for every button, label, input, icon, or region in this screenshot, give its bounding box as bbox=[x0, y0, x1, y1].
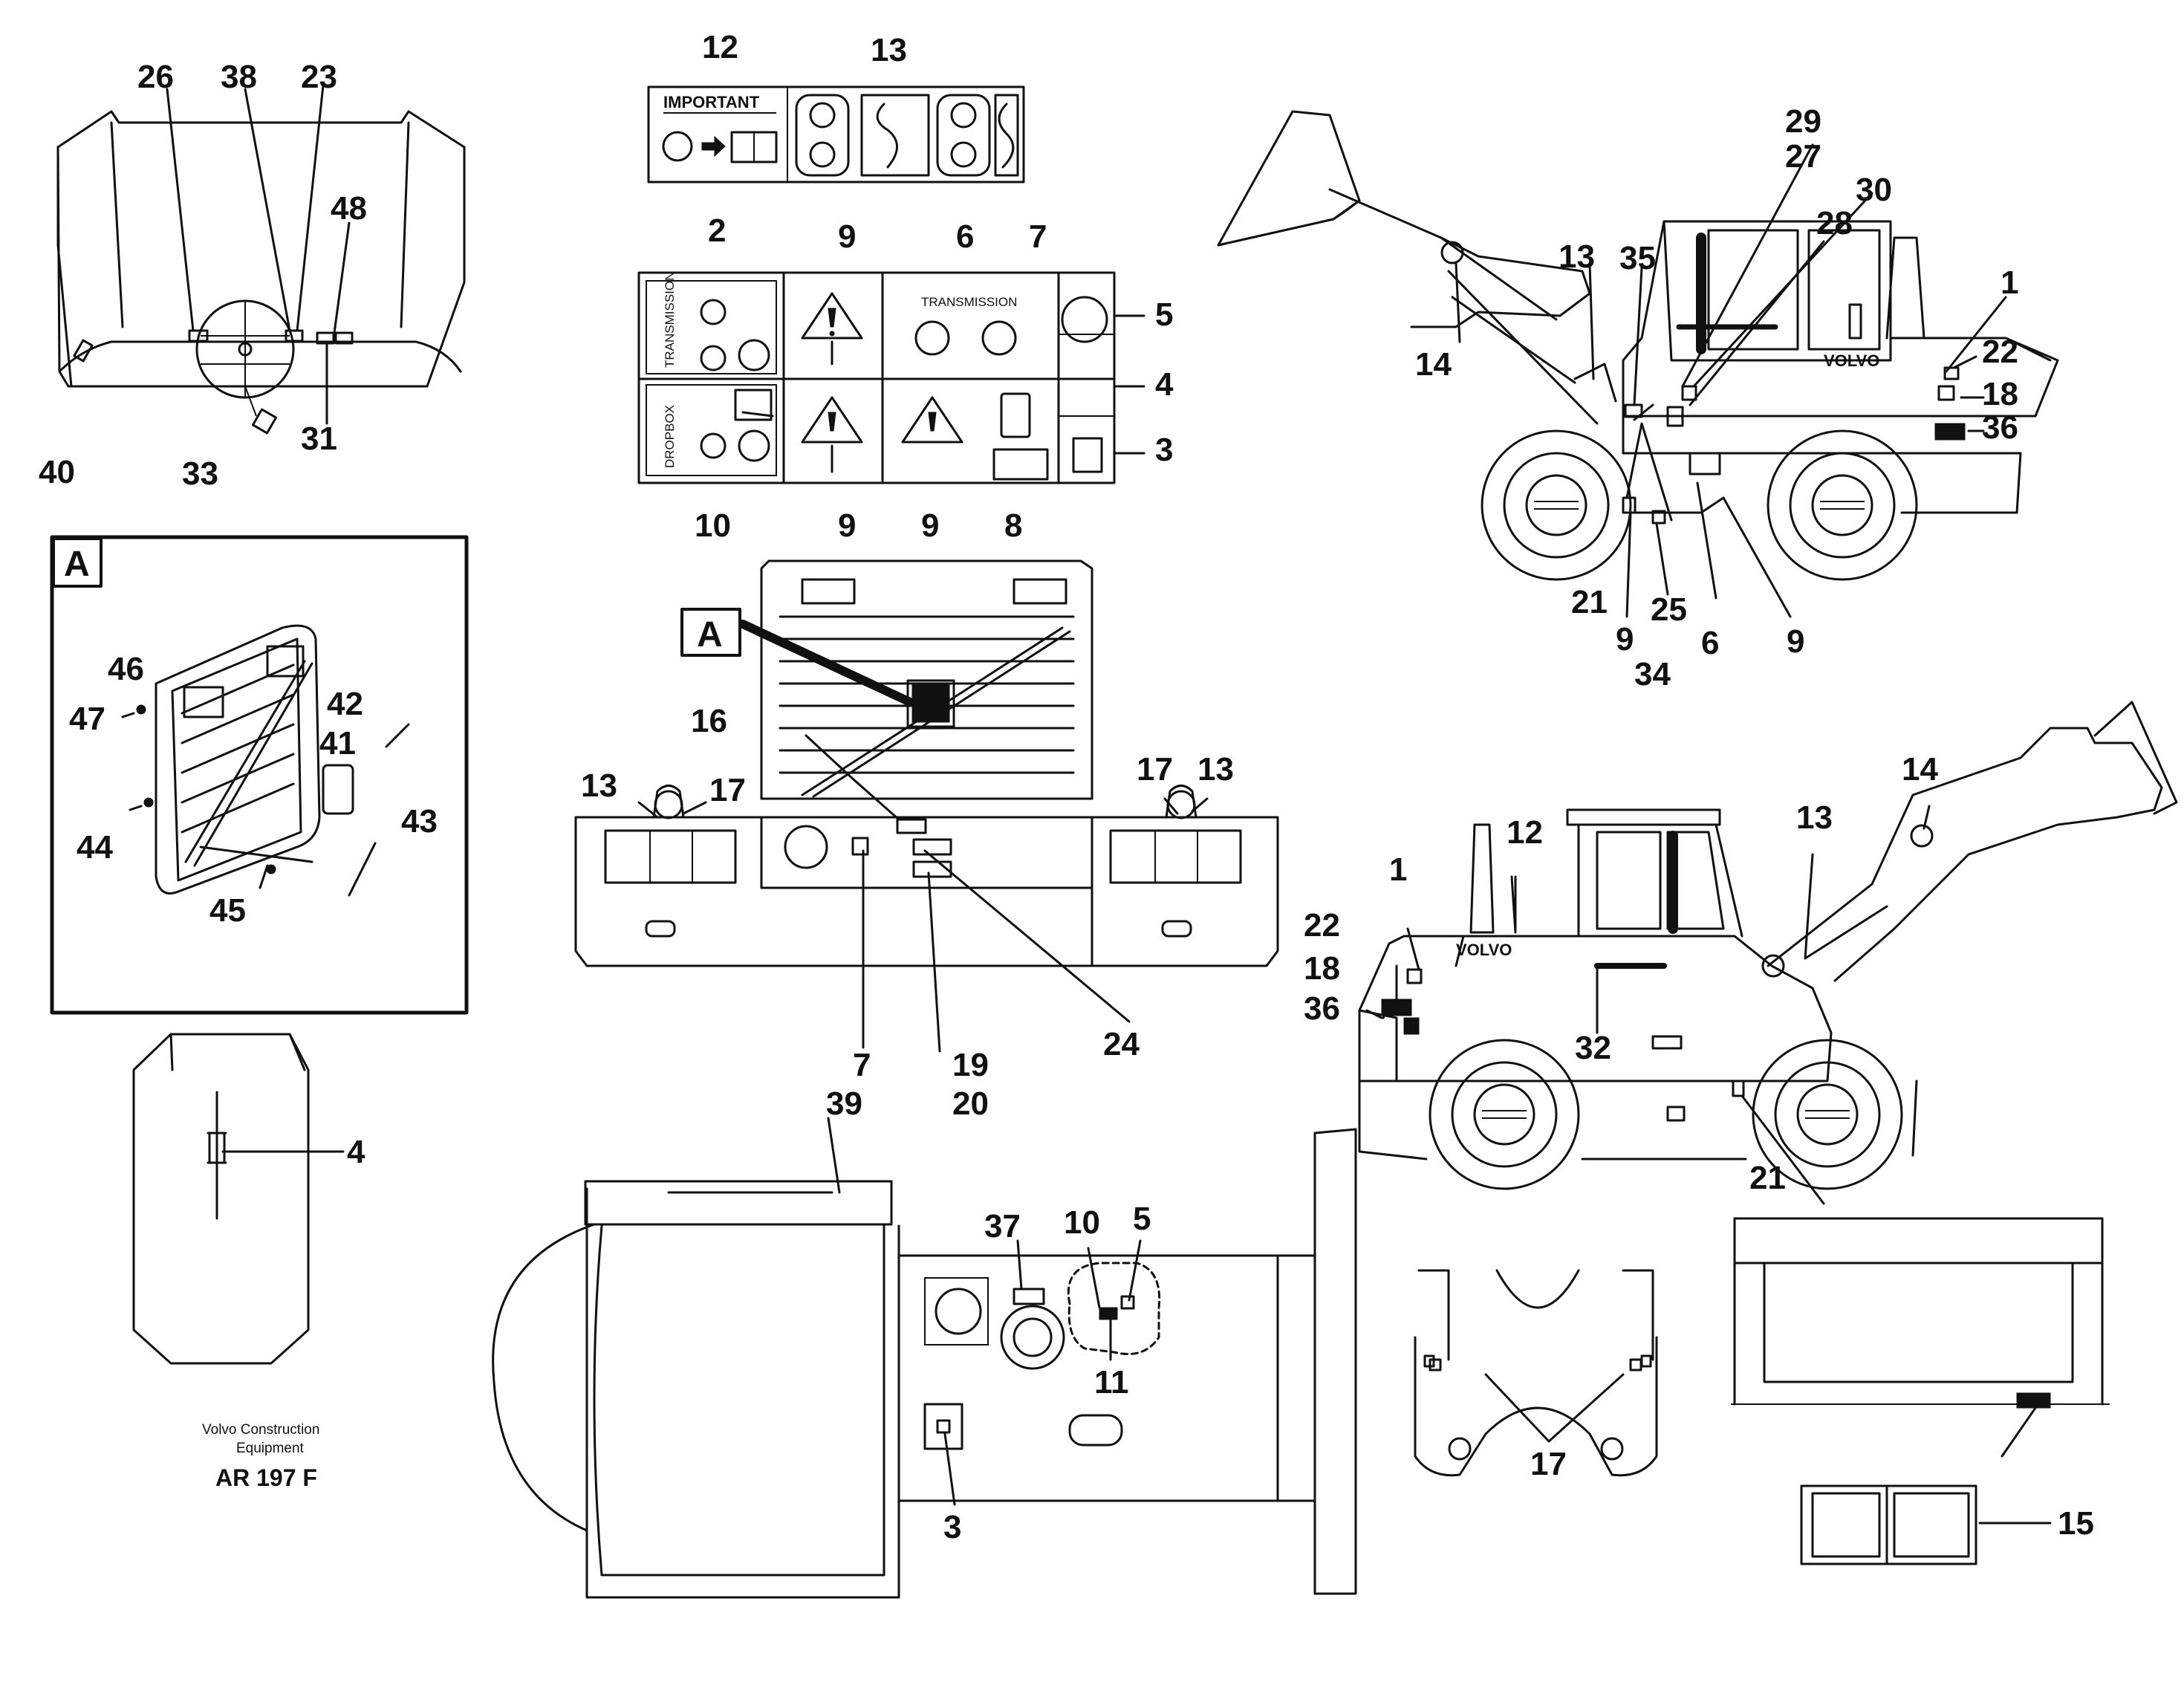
callout-13-right: 13 bbox=[1796, 799, 1833, 836]
callout-7-front: 7 bbox=[853, 1047, 871, 1083]
callout-5-top: 5 bbox=[1133, 1201, 1151, 1237]
callout-3-decal: 3 bbox=[1155, 432, 1173, 468]
callout-26: 26 bbox=[137, 59, 174, 95]
callout-39: 39 bbox=[826, 1085, 862, 1122]
callout-25: 25 bbox=[1651, 591, 1687, 628]
callout-8: 8 bbox=[1004, 507, 1022, 544]
callout-13-left: 13 bbox=[1559, 238, 1595, 275]
detail-a-frame: A bbox=[50, 535, 469, 1015]
callout-37: 37 bbox=[984, 1208, 1021, 1244]
callout-18-left: 18 bbox=[1982, 376, 2018, 412]
callout-4-decal: 4 bbox=[1155, 366, 1174, 403]
callout-7-decal: 7 bbox=[1029, 218, 1047, 255]
side-panel-view bbox=[132, 1033, 310, 1365]
callout-21-left: 21 bbox=[1571, 584, 1608, 620]
callout-46: 46 bbox=[108, 651, 144, 687]
cab-window-view bbox=[1731, 1217, 2110, 1565]
callout-30: 30 bbox=[1856, 172, 1892, 208]
callout-21-right: 21 bbox=[1749, 1160, 1786, 1196]
callout-10-top: 10 bbox=[1064, 1204, 1100, 1241]
callout-9-top: 9 bbox=[838, 218, 856, 255]
callout-5-decal: 5 bbox=[1155, 296, 1173, 333]
callout-45: 45 bbox=[209, 892, 246, 929]
transmission-decal-text-side: TRANSMISSION bbox=[663, 272, 677, 368]
callout-36-right: 36 bbox=[1304, 990, 1340, 1027]
dropbox-decal-text: DROPBOX bbox=[663, 405, 677, 468]
detail-a-label: A bbox=[64, 545, 90, 584]
callout-17-frame: 17 bbox=[1530, 1446, 1567, 1482]
brand-text-left: VOLVO bbox=[1824, 351, 1879, 370]
callout-43: 43 bbox=[401, 803, 438, 840]
callout-44: 44 bbox=[77, 829, 113, 866]
callout-19: 19 bbox=[952, 1047, 989, 1083]
callout-29: 29 bbox=[1785, 103, 1821, 140]
decal-instrument-panel: TRANSMISSION DROPBOX TRANSMISSION bbox=[637, 271, 1145, 484]
callout-15: 15 bbox=[2058, 1505, 2094, 1542]
callout-35: 35 bbox=[1619, 240, 1656, 276]
callout-1-right: 1 bbox=[1389, 851, 1407, 888]
engine-hood-view bbox=[56, 110, 466, 435]
callout-12-decal: 12 bbox=[702, 29, 738, 65]
drawing-code: AR 197 F bbox=[215, 1464, 317, 1491]
callout-13-decal: 13 bbox=[871, 32, 907, 68]
frame-view bbox=[1414, 1269, 1658, 1477]
callout-14-right: 14 bbox=[1902, 751, 1938, 788]
callout-16: 16 bbox=[691, 703, 727, 739]
callout-numbers: 26 38 23 48 40 33 31 12 13 2 9 6 7 5 4 3… bbox=[39, 29, 2094, 1545]
callout-3-top: 3 bbox=[943, 1509, 961, 1545]
callout-24: 24 bbox=[1103, 1026, 1140, 1062]
front-view-a-marker: A bbox=[697, 615, 723, 655]
callout-12-right: 12 bbox=[1507, 814, 1543, 851]
caption-line1: Volvo Construction bbox=[202, 1422, 319, 1438]
callout-23: 23 bbox=[301, 59, 337, 95]
callout-13-front-left: 13 bbox=[581, 767, 617, 804]
front-view: A bbox=[574, 559, 1279, 967]
callout-41: 41 bbox=[319, 725, 356, 762]
callout-2: 2 bbox=[708, 212, 726, 249]
wheel-loader-right-side: VOLVO bbox=[1358, 701, 2178, 1190]
callout-34: 34 bbox=[1634, 656, 1671, 692]
callout-10-decal: 10 bbox=[695, 507, 731, 544]
callout-27: 27 bbox=[1785, 138, 1821, 175]
transmission-decal-text: TRANSMISSION bbox=[921, 295, 1017, 309]
callout-42: 42 bbox=[327, 686, 363, 722]
callout-9-left-a: 9 bbox=[1616, 621, 1634, 658]
callout-48: 48 bbox=[331, 190, 367, 227]
callout-47: 47 bbox=[69, 701, 105, 737]
callout-32: 32 bbox=[1575, 1030, 1611, 1066]
callout-1-left: 1 bbox=[2001, 264, 2018, 301]
callout-9-bottom-b: 9 bbox=[921, 507, 939, 544]
callout-11: 11 bbox=[1094, 1364, 1129, 1400]
callout-13-front-right: 13 bbox=[1197, 751, 1234, 788]
callout-4-panel: 4 bbox=[347, 1134, 365, 1170]
callout-31: 31 bbox=[301, 421, 337, 457]
callout-22-right: 22 bbox=[1304, 907, 1340, 944]
callout-38: 38 bbox=[221, 59, 257, 95]
leader-lines bbox=[166, 84, 2052, 1525]
callout-36-left: 36 bbox=[1982, 409, 2018, 446]
callout-18-right: 18 bbox=[1304, 950, 1340, 987]
callout-17-front-right: 17 bbox=[1137, 751, 1173, 788]
callout-9-left-b: 9 bbox=[1787, 623, 1804, 660]
callout-9-bottom-a: 9 bbox=[838, 507, 856, 544]
callout-17-front-left: 17 bbox=[709, 772, 746, 808]
important-decal-text: IMPORTANT bbox=[663, 93, 760, 111]
callout-40: 40 bbox=[39, 454, 75, 490]
callout-6-decal: 6 bbox=[956, 218, 974, 255]
callout-33: 33 bbox=[182, 455, 218, 492]
callout-14-left: 14 bbox=[1415, 346, 1452, 383]
callout-6-left: 6 bbox=[1701, 625, 1719, 661]
callout-22-left: 22 bbox=[1982, 334, 2018, 370]
brand-text-right: VOLVO bbox=[1456, 941, 1512, 959]
decal-important-and-lift: IMPORTANT bbox=[647, 85, 1025, 184]
top-down-view bbox=[492, 1128, 1357, 1599]
callout-28: 28 bbox=[1816, 205, 1853, 241]
callout-20: 20 bbox=[952, 1085, 989, 1122]
caption-line2: Equipment bbox=[236, 1441, 305, 1456]
